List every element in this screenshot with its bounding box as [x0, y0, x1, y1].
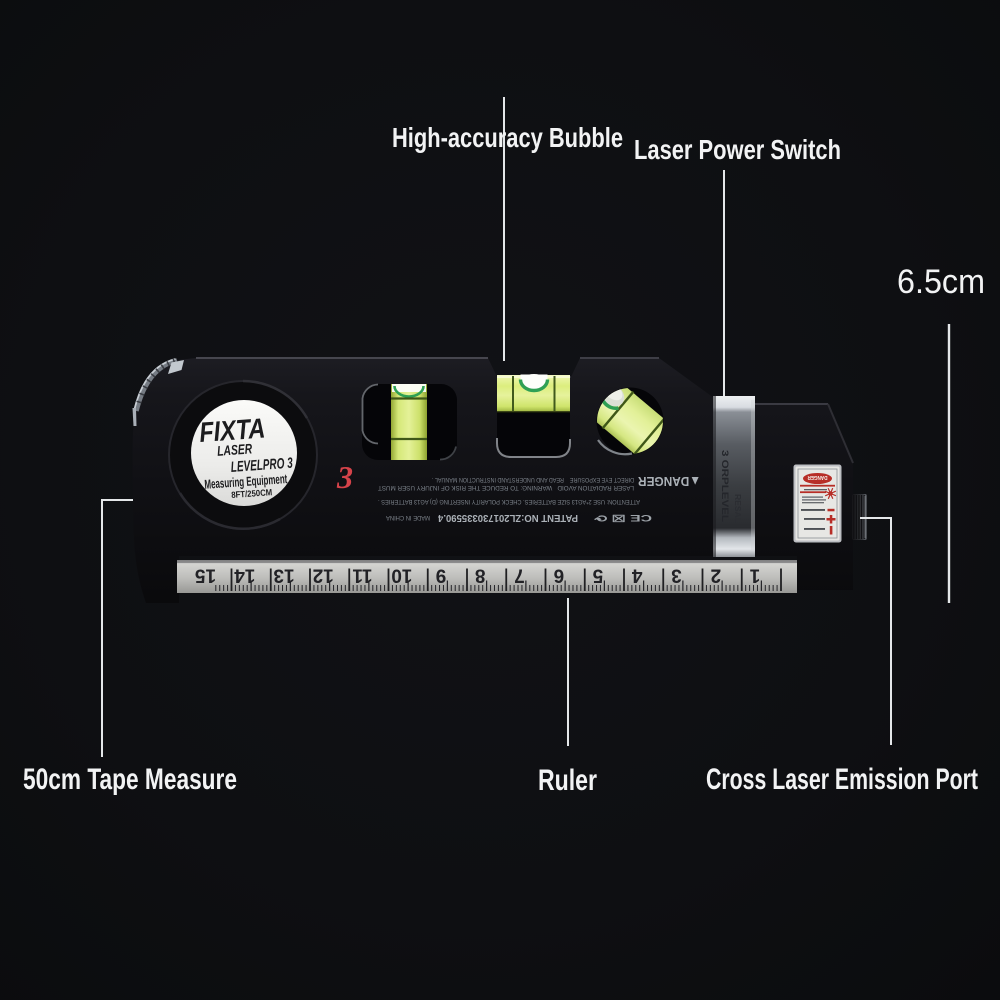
svg-text:MADE IN CHINA: MADE IN CHINA: [385, 514, 430, 521]
svg-text:CE ☒ ⟳: CE ☒ ⟳: [592, 512, 652, 523]
svg-text:DANGER: DANGER: [807, 474, 827, 480]
svg-text:3: 3: [336, 459, 353, 495]
svg-text:Ruler: Ruler: [538, 764, 597, 797]
svg-text:High-accuracy Bubble: High-accuracy Bubble: [392, 122, 623, 153]
svg-text:Measuring Equipment: Measuring Equipment: [204, 471, 288, 492]
svg-text:9: 9: [436, 565, 447, 586]
svg-text:4: 4: [631, 565, 642, 586]
svg-text:ATTENTION: USE 2*AG13 SIZE BAT: ATTENTION: USE 2*AG13 SIZE BATTERIES. CH…: [378, 498, 640, 505]
svg-text:RESAL: RESAL: [733, 494, 743, 523]
svg-text:13: 13: [273, 565, 294, 586]
svg-text:LASER RADIATION AVOID WARNIN: LASER RADIATION AVOID WARNING: TO REDUCE…: [378, 484, 634, 491]
svg-text:12: 12: [313, 565, 334, 586]
svg-text:FIXTA: FIXTA: [198, 412, 266, 448]
svg-text:2: 2: [711, 565, 722, 586]
svg-text:LEVELPRO 3: LEVELPRO 3: [230, 455, 293, 476]
svg-text:DIRECT EYE EXPOSURE READ AN: DIRECT EYE EXPOSURE READ AND UNDERSTAND …: [432, 476, 634, 483]
svg-text:15: 15: [195, 565, 217, 586]
svg-text:▲DANGER: ▲DANGER: [637, 474, 701, 489]
svg-text:8: 8: [475, 565, 486, 586]
svg-text:5: 5: [592, 565, 603, 586]
svg-text:Cross Laser Emission Port: Cross Laser Emission Port: [706, 763, 978, 796]
svg-text:50cm Tape Measure: 50cm Tape Measure: [23, 763, 237, 796]
svg-text:8FT/250CM: 8FT/250CM: [231, 487, 273, 500]
svg-text:7: 7: [514, 565, 525, 586]
svg-text:Laser Power Switch: Laser Power Switch: [634, 134, 841, 165]
svg-text:10: 10: [391, 565, 412, 586]
svg-text:3 ORPLEVEL: 3 ORPLEVEL: [719, 450, 730, 522]
svg-text:3: 3: [671, 565, 682, 586]
svg-text:6.5cm: 6.5cm: [897, 263, 985, 301]
svg-text:PATENT NO:ZL201730335590.4: PATENT NO:ZL201730335590.4: [438, 512, 578, 524]
svg-text:14: 14: [234, 565, 256, 586]
svg-text:11: 11: [352, 565, 373, 586]
svg-text:LASER: LASER: [217, 440, 254, 458]
svg-text:1: 1: [749, 565, 760, 586]
svg-text:6: 6: [554, 565, 565, 586]
